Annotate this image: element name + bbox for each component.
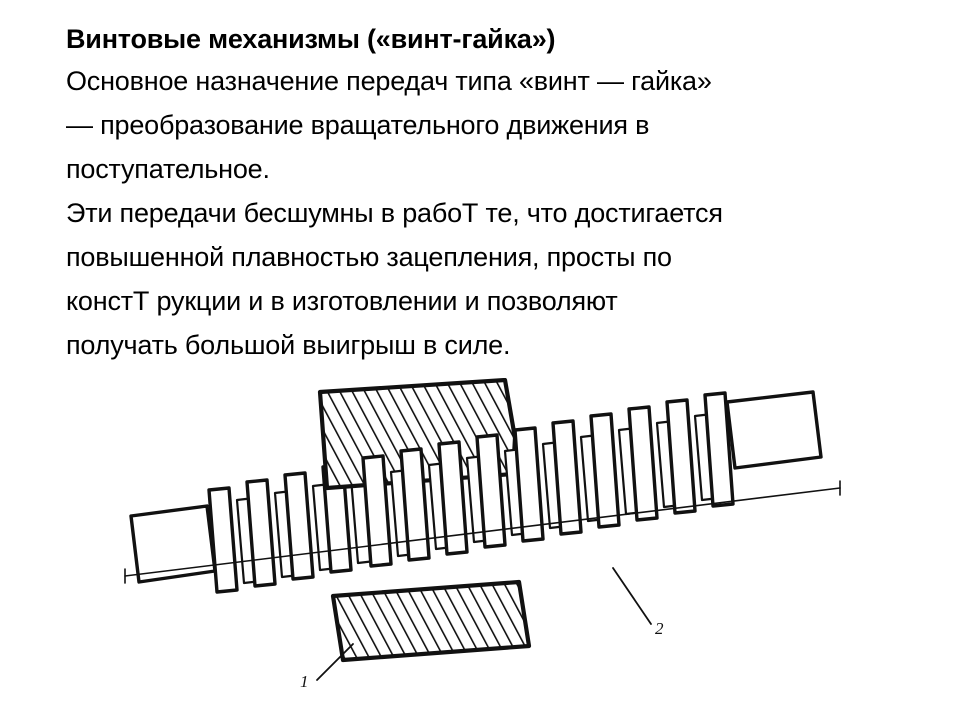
body-line-7: получать большой выигрыш в силе. <box>66 330 511 361</box>
nut-body-lower <box>330 579 532 663</box>
body-line-4: Эти передачи бесшумны в рабоТ те, что до… <box>66 198 723 229</box>
body-line-1: Основное назначение передач типа «винт —… <box>66 66 712 97</box>
text-block: Винтовые механизмы («винт-гайка») Основн… <box>66 22 946 367</box>
page-title: Винтовые механизмы («винт-гайка») <box>66 24 556 54</box>
body-line-5: повышенной плавностью зацепления, просты… <box>66 242 672 273</box>
body-line-3: поступательное. <box>66 154 270 185</box>
screw-thread-middle <box>361 426 545 568</box>
body-line-6: констТ рукции и в изготовлении и позволя… <box>66 286 618 317</box>
callout-leader-2 <box>612 567 652 625</box>
callout-leader-1 <box>316 643 354 681</box>
drawing-strokes <box>124 378 841 681</box>
screw-nut-technical-drawing: 1 2 <box>95 378 885 708</box>
callout-label-1: 1 <box>300 672 309 691</box>
callout-label-2: 2 <box>655 619 664 638</box>
shaft-right-end <box>725 390 823 470</box>
center-axis-line <box>124 480 841 584</box>
body-line-2: — преобразование вращательного движения … <box>66 110 650 141</box>
screw-thread-right <box>541 391 735 536</box>
